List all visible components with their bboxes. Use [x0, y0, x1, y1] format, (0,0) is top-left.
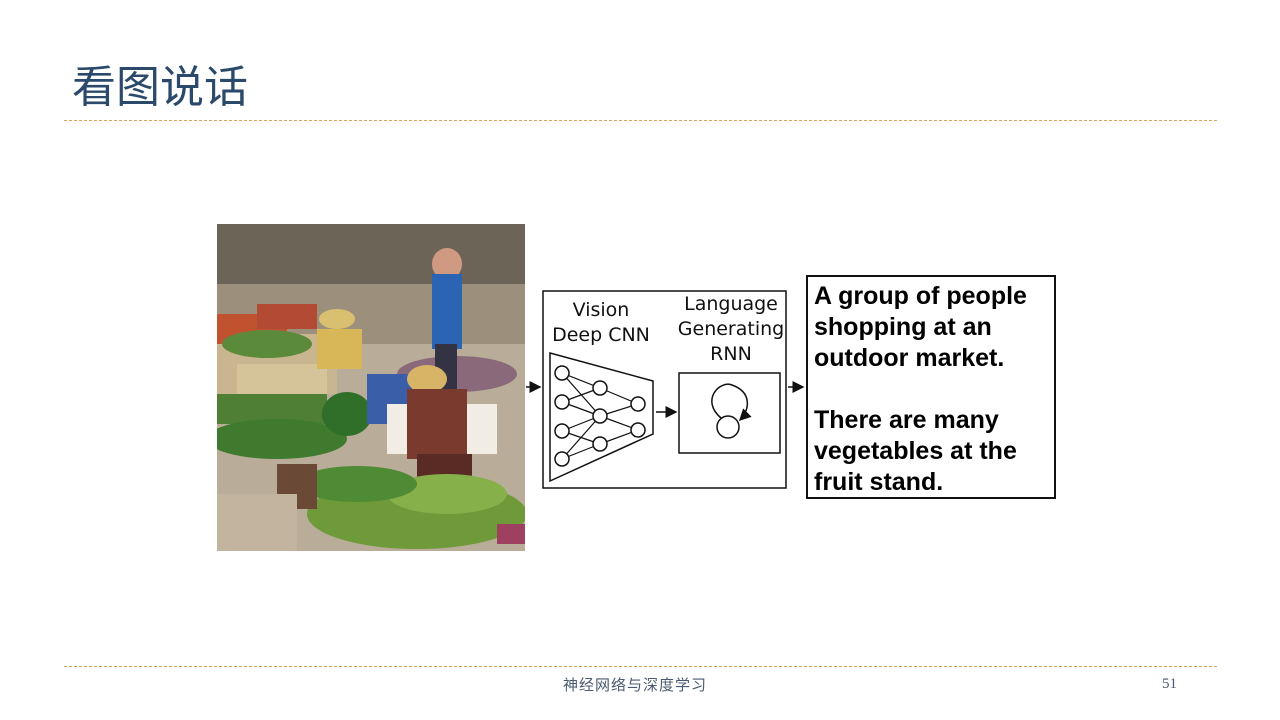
page-number: 51 — [1162, 676, 1177, 692]
caption-output-box: A group of people shopping at an outdoor… — [806, 275, 1056, 499]
market-photo — [217, 224, 525, 551]
cnn-node — [630, 422, 646, 438]
cnn-node — [554, 365, 570, 381]
cnn-connections — [561, 372, 639, 460]
rnn-label-line3: RNN — [710, 343, 752, 365]
cnn-label-line2: Deep CNN — [552, 324, 650, 346]
footer-course-title: 神经网络与深度学习 — [562, 676, 707, 694]
title-divider — [64, 120, 1217, 121]
rnn-recurrent-loop — [711, 383, 752, 422]
cnn-node — [592, 408, 608, 424]
slide-title: 看图说话 — [72, 62, 248, 113]
cnn-node — [592, 380, 608, 396]
cnn-node — [554, 451, 570, 467]
cnn-node — [554, 394, 570, 410]
rnn-node — [716, 415, 740, 439]
rnn-box — [678, 372, 781, 454]
rnn-label-line1: Language — [684, 293, 778, 315]
cnn-nodes — [554, 365, 646, 467]
cnn-node — [592, 436, 608, 452]
cnn-label-line1: Vision — [572, 299, 630, 321]
cnn-label: Vision Deep CNN — [548, 298, 654, 348]
cnn-node — [630, 396, 646, 412]
rnn-label: Language Generating RNN — [676, 292, 786, 367]
caption-sentence-2: There are many vegetables at the fruit s… — [814, 406, 1017, 496]
rnn-label-line2: Generating — [677, 318, 785, 340]
caption-sentence-1: A group of people shopping at an outdoor… — [814, 282, 1027, 372]
cnn-trapezoid — [549, 352, 654, 483]
footer-divider — [64, 666, 1217, 667]
cnn-node — [554, 423, 570, 439]
